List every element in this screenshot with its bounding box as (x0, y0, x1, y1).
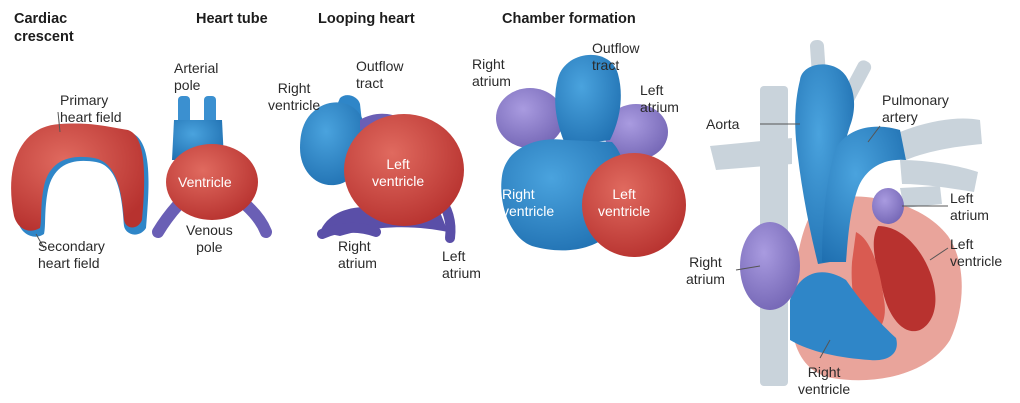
cardiac-crescent-drawing (11, 112, 148, 248)
title-looping-heart: Looping heart (318, 10, 415, 28)
label-primary-heart-field: Primary heart field (60, 92, 121, 126)
label-venous-pole: Venous pole (186, 222, 233, 256)
label-chamber-left-atrium: Left atrium (640, 82, 679, 116)
label-looping-outflow-tract: Outflow tract (356, 58, 403, 92)
label-adult-left-atrium: Left atrium (950, 190, 989, 224)
label-looping-right-atrium: Right atrium (338, 238, 377, 272)
label-looping-left-atrium: Left atrium (442, 248, 481, 282)
label-secondary-heart-field: Secondary heart field (38, 238, 105, 272)
label-adult-right-atrium: Right atrium (686, 254, 725, 288)
label-chamber-outflow-tract: Outflow tract (592, 40, 639, 74)
label-adult-left-ventricle: Left ventricle (950, 236, 1002, 270)
label-looping-right-ventricle: Right ventricle (268, 80, 320, 114)
label-adult-right-ventricle: Right ventricle (798, 364, 850, 398)
label-pulmonary-artery: Pulmonary artery (882, 92, 949, 126)
label-chamber-right-atrium: Right atrium (472, 56, 511, 90)
label-arterial-pole: Arterial pole (174, 60, 218, 94)
venous-pole-right (246, 205, 266, 232)
label-aorta: Aorta (706, 116, 739, 133)
venous-pole-left (158, 205, 178, 232)
heart-tube-drawing (158, 96, 266, 232)
adult-right-atrium-shape (740, 222, 800, 310)
title-chamber-formation: Chamber formation (502, 10, 636, 28)
chamber-right-atrium-shape (496, 88, 564, 148)
label-tube-ventricle: Ventricle (178, 174, 232, 191)
label-chamber-left-ventricle: Left ventricle (598, 186, 650, 220)
label-looping-left-ventricle: Left ventricle (372, 156, 424, 190)
title-cardiac-crescent: Cardiac crescent (14, 10, 74, 46)
title-heart-tube: Heart tube (196, 10, 268, 28)
primary-heart-field-shape (11, 123, 144, 230)
label-chamber-right-ventricle: Right ventricle (502, 186, 554, 220)
